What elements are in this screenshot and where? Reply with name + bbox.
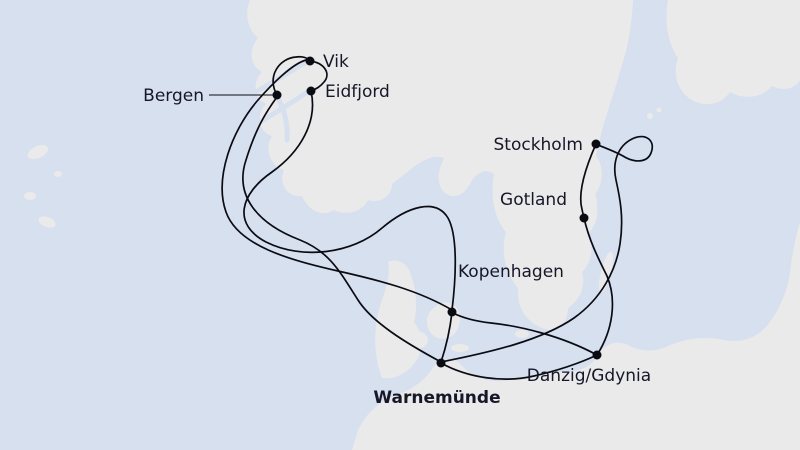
port-label-warnemuende: Warnemünde [373, 388, 500, 408]
island-aland-2 [656, 107, 662, 113]
island-oland [598, 251, 614, 293]
island-fair-isle [54, 171, 62, 177]
port-dot-vik [305, 56, 315, 66]
port-label-gotland: Gotland [500, 190, 567, 210]
landmass-southern-baltic-coast [352, 222, 800, 450]
route-leg-vik-eidfjord [309, 60, 328, 92]
route-leg-warnemuende-bergen [242, 96, 442, 363]
port-label-eidfjord: Eidfjord [325, 82, 390, 102]
port-label-bergen: Bergen [143, 86, 204, 106]
island-orkney-1 [24, 192, 36, 200]
port-dot-bergen [272, 90, 282, 100]
route-leg-warnemuende-danzig [440, 354, 598, 380]
island-funen [404, 331, 428, 349]
fjord-inlet-vik [253, 59, 309, 95]
route-leg-danzig-kopenhagen [452, 312, 598, 356]
island-lolland [451, 344, 469, 352]
fjord-inlet-eidfjord [257, 88, 312, 125]
port-dot-gotland [579, 213, 589, 223]
port-label-stockholm: Stockholm [493, 135, 583, 155]
island-orkney-2 [38, 216, 56, 228]
route-leg-warnemuende-stockholm [440, 135, 654, 363]
island-bornholm [515, 330, 529, 338]
port-dot-kopenhagen [447, 307, 457, 317]
port-dot-stockholm [591, 139, 601, 149]
port-label-kopenhagen: Kopenhagen [458, 262, 564, 282]
landmass-scandinavia [247, 0, 634, 330]
route-leg-gotland-danzig [583, 217, 614, 356]
island-shetland [27, 144, 49, 160]
port-dot-warnemuende [436, 358, 446, 368]
port-label-vik: Vik [323, 52, 349, 72]
route-leg-kopenhagen-warnemuende [440, 311, 453, 363]
fjord-inlet-south [276, 97, 290, 143]
port-dot-danzig-gdynia [592, 350, 602, 360]
port-label-danzig-gdynia: Danzig/Gdynia [527, 366, 651, 386]
cruise-route-lines [221, 55, 654, 380]
route-leg-eidfjord-kopenhagen [243, 90, 457, 311]
port-dot-eidfjord [306, 86, 316, 96]
landmass-finland [666, 0, 800, 105]
route-leg-kopenhagen-vik [221, 59, 453, 311]
island-aland-1 [647, 113, 653, 119]
